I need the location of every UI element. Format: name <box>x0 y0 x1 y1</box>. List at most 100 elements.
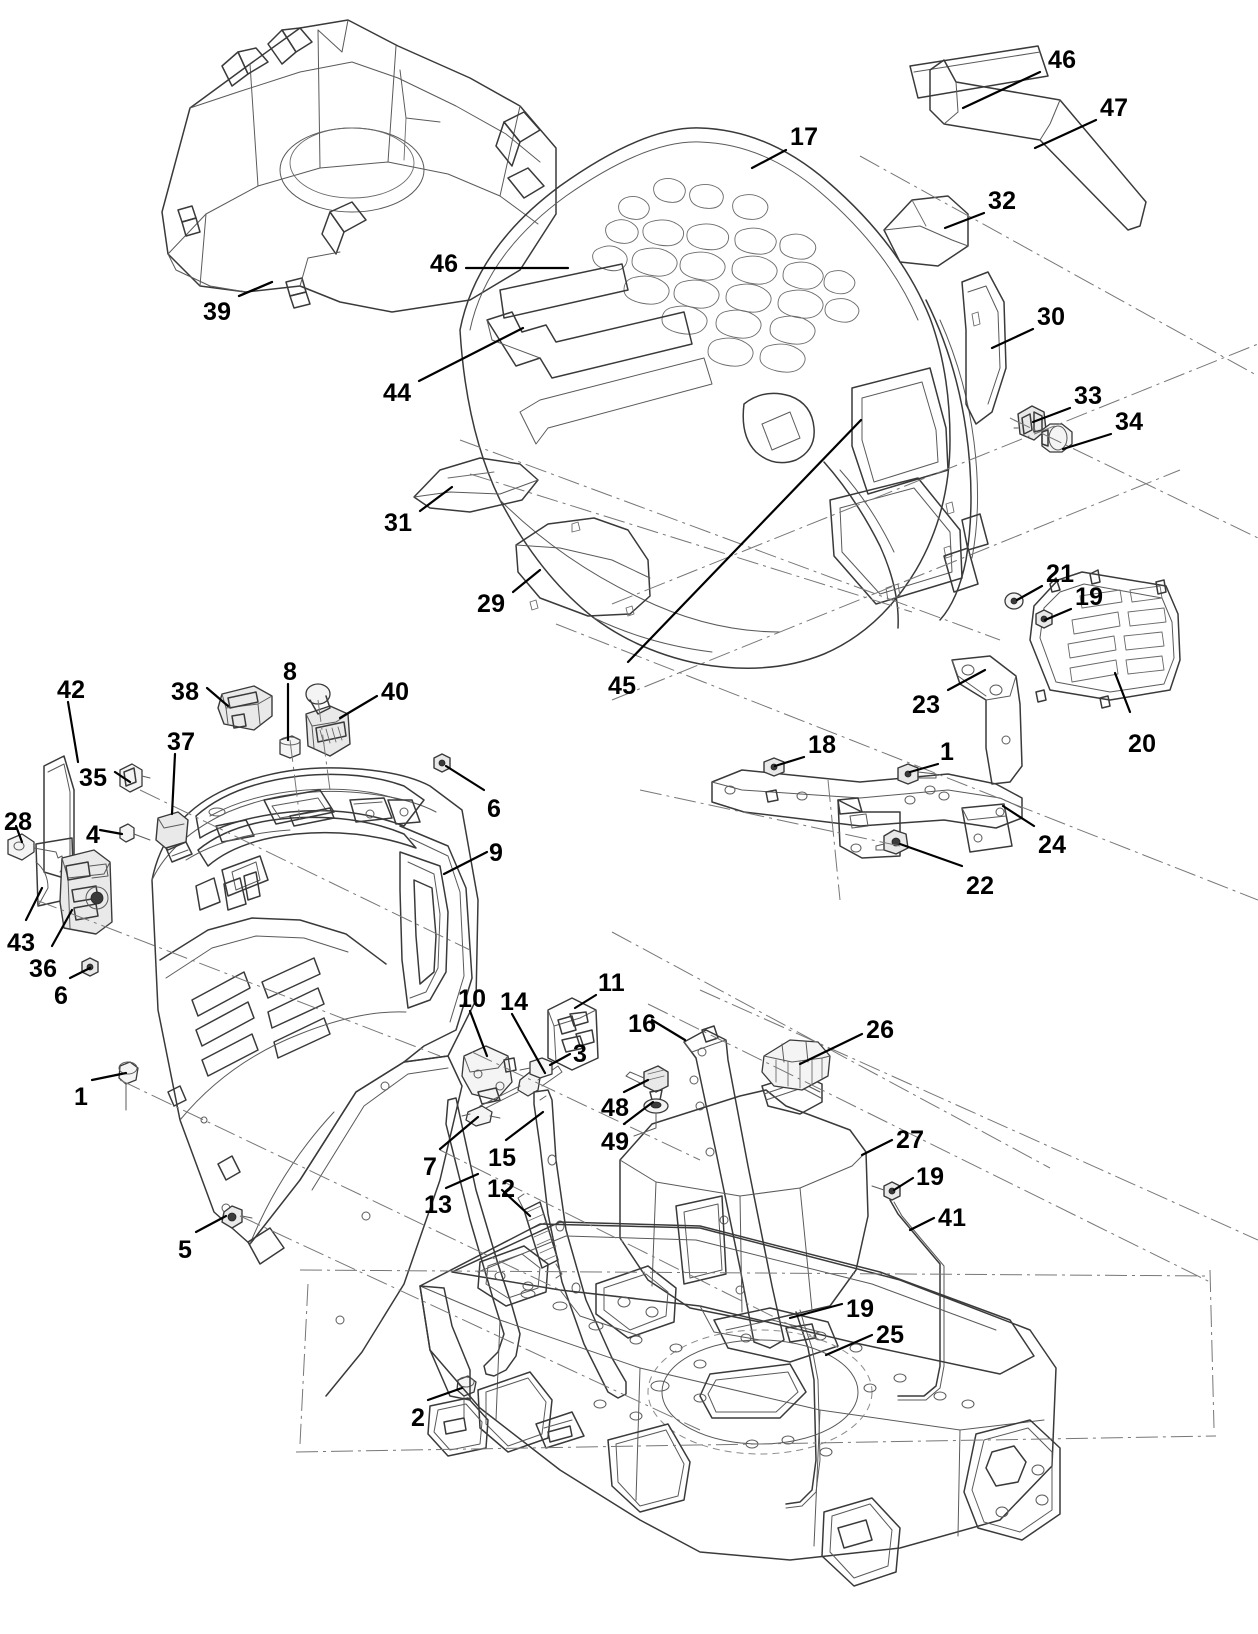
callout-2: 2 <box>411 1404 426 1432</box>
part-32-trim-wedge <box>883 195 969 267</box>
part-27-fuel-tank <box>619 1073 869 1363</box>
part-26-fuel-cap <box>761 1039 831 1091</box>
callout-19: 19 <box>846 1295 875 1323</box>
callout-42: 42 <box>57 676 86 704</box>
callout-11: 11 <box>598 969 625 997</box>
callout-41: 41 <box>938 1204 967 1232</box>
part-49-washer-seal <box>633 1098 669 1137</box>
part-17-hood <box>459 127 989 669</box>
callout-44: 44 <box>383 379 412 407</box>
part-40-relay-module <box>305 683 351 757</box>
part-41-fuel-hose <box>889 1199 945 1401</box>
callout-15: 15 <box>488 1144 517 1172</box>
part-33-lamp-socket <box>1013 405 1047 441</box>
part-46-decal-stripe-top <box>909 45 1049 99</box>
callout-16: 16 <box>628 1010 657 1038</box>
callout-1: 1 <box>74 1083 89 1111</box>
construction-centerlines <box>35 155 1258 1453</box>
part-16-tank-strap-bracket <box>683 1025 785 1349</box>
part-46-decal-front <box>499 263 629 319</box>
part-4-screw-small <box>119 823 151 843</box>
callout-21: 21 <box>1046 560 1075 588</box>
callout-46: 46 <box>430 250 459 278</box>
callout-43: 43 <box>7 929 36 957</box>
part-5-nut-flange <box>221 1205 253 1229</box>
callout-13: 13 <box>424 1191 453 1219</box>
callout-30: 30 <box>1037 303 1066 331</box>
callout-32: 32 <box>988 187 1017 215</box>
callout-7: 7 <box>423 1153 438 1181</box>
part-10-latch-block <box>461 1045 517 1105</box>
part-1-rivet-bracket <box>897 763 937 785</box>
part-44-hood-inner-lip <box>486 311 693 379</box>
part-39-engine-shroud <box>161 19 557 313</box>
chassis-frame <box>419 1221 1061 1587</box>
callout-45: 45 <box>608 672 637 700</box>
part-47-decal-long-stripe <box>929 59 1147 231</box>
part-24-bracket-tab <box>961 803 1013 853</box>
part-25-fuel-line-rod <box>785 1309 821 1509</box>
callout-1: 1 <box>940 738 955 766</box>
part-18-bolt-bracket <box>763 757 785 777</box>
callout-31: 31 <box>384 509 413 537</box>
callout-26: 26 <box>866 1016 895 1044</box>
callout-6: 6 <box>487 795 502 823</box>
part-8-grommet-plug <box>279 735 301 759</box>
callout-12: 12 <box>487 1175 516 1203</box>
part-23-grille-support-bracket <box>711 655 1023 859</box>
part-6-nut-right <box>433 753 451 773</box>
callout-47: 47 <box>1100 94 1129 122</box>
part-1-rivet-left <box>118 1061 139 1111</box>
part-19-nut-tank <box>871 1181 901 1201</box>
part-30-trim-strip-right <box>961 271 1007 425</box>
callout-6: 6 <box>54 982 69 1010</box>
callout-10: 10 <box>458 985 487 1013</box>
part-22-bolt-frame <box>875 829 909 855</box>
part-9-fender-dash-assembly <box>151 767 479 1397</box>
callout-27: 27 <box>896 1126 925 1154</box>
callout-28: 28 <box>4 808 33 836</box>
callout-18: 18 <box>808 731 837 759</box>
part-21-washer <box>1004 592 1024 610</box>
callout-4: 4 <box>86 821 101 849</box>
callout-38: 38 <box>171 678 200 706</box>
callout-17: 17 <box>790 123 819 151</box>
callout-19: 19 <box>916 1163 945 1191</box>
callout-40: 40 <box>381 678 410 706</box>
callout-9: 9 <box>489 839 504 867</box>
part-15-rod-right <box>533 1089 627 1399</box>
part-31-side-panel-upper <box>413 457 539 513</box>
callout-49: 49 <box>601 1128 630 1156</box>
callout-34: 34 <box>1115 408 1144 436</box>
part-20-front-grille <box>1029 569 1181 709</box>
leader-lines <box>14 70 1132 1402</box>
callout-25: 25 <box>876 1321 905 1349</box>
callout-3: 3 <box>573 1040 588 1068</box>
callout-19: 19 <box>1075 583 1104 611</box>
callout-5: 5 <box>178 1236 193 1264</box>
callout-35: 35 <box>79 764 108 792</box>
part-37-knob <box>155 811 193 863</box>
callout-33: 33 <box>1074 382 1103 410</box>
part-3-pin <box>519 1057 553 1079</box>
part-48-fuel-fitting <box>625 1065 669 1101</box>
callout-23: 23 <box>912 691 941 719</box>
part-12-extension-spring <box>517 1193 563 1279</box>
callout-39: 39 <box>203 298 232 326</box>
callout-36: 36 <box>29 955 58 983</box>
part-29-side-panel-lower <box>515 517 651 617</box>
callout-20: 20 <box>1128 730 1157 758</box>
callout-29: 29 <box>477 590 506 618</box>
callout-8: 8 <box>283 658 298 686</box>
callout-46: 46 <box>1048 46 1077 74</box>
part-35-clip-retainer <box>119 763 151 793</box>
part-11-latch-bracket <box>547 997 599 1071</box>
callout-48: 48 <box>601 1094 630 1122</box>
callout-37: 37 <box>167 728 196 756</box>
part-36-ignition-switch <box>59 849 113 935</box>
part-13-rod-left <box>445 1097 521 1377</box>
callout-22: 22 <box>966 872 995 900</box>
callout-14: 14 <box>500 988 529 1016</box>
